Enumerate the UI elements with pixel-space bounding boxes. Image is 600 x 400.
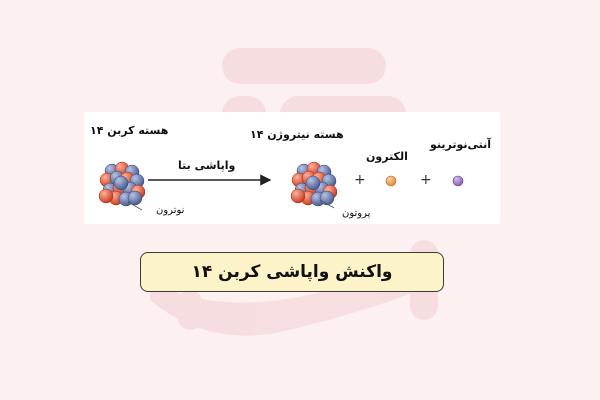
neutron-sphere	[319, 190, 335, 206]
neutron-label: نوترون	[156, 205, 185, 216]
reaction-figure	[98, 161, 464, 211]
electron-particle	[385, 175, 397, 187]
nitrogen-14-label: هسته نیتروژن ۱۴	[250, 128, 344, 141]
neutron-leader-line	[127, 201, 143, 211]
electron-label: الکترون	[366, 150, 408, 163]
neutron-sphere	[127, 190, 143, 206]
neutron-sphere	[305, 175, 321, 191]
neutron-sphere	[113, 175, 129, 191]
antineutrino-label: آنتی‌نوترینو	[430, 138, 492, 151]
proton-leader-line	[319, 199, 335, 209]
plus-sign-2: +	[420, 172, 432, 188]
proton-label: پروتون	[342, 208, 371, 219]
proton-sphere	[98, 188, 114, 204]
nitrogen-14-nucleus	[290, 161, 338, 207]
proton-sphere	[290, 188, 306, 204]
carbon-14-nucleus	[98, 161, 146, 207]
reaction-panel: هسته کربن ۱۴ نوترون واپاشی بتا هسته نیتر…	[84, 112, 500, 224]
plus-sign-1: +	[354, 172, 366, 188]
title-box: واکنش واپاشی کربن ۱۴	[140, 252, 444, 292]
beta-decay-label: واپاشی بتا	[178, 159, 236, 172]
page-title: واکنش واپاشی کربن ۱۴	[191, 262, 393, 282]
carbon-14-label: هسته کربن ۱۴	[90, 124, 169, 137]
antineutrino-particle	[452, 175, 464, 187]
